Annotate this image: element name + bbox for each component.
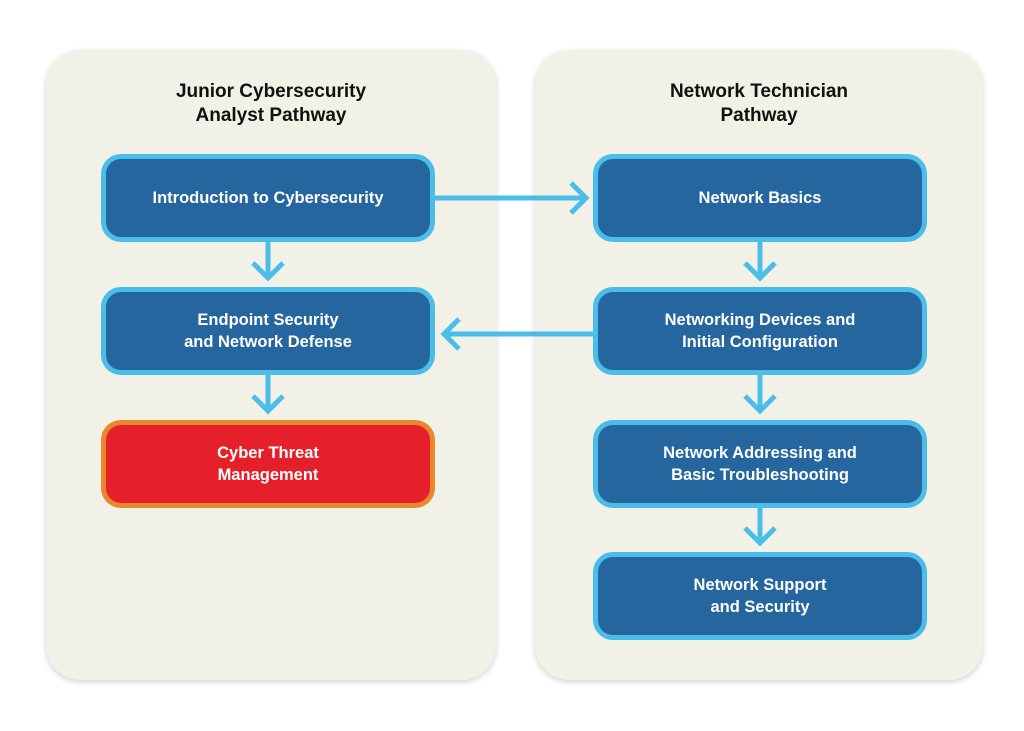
node-label: Network Addressing and: [663, 444, 857, 462]
node-cyber-threat-management: Cyber Threat Management: [101, 420, 435, 508]
node-label: Management: [217, 466, 319, 484]
node-label: Endpoint Security: [197, 311, 339, 329]
panel-title-line: Analyst Pathway: [195, 105, 347, 126]
panel-title: Junior Cybersecurity Analyst Pathway: [46, 80, 496, 128]
node-network-support: Network Support and Security: [593, 552, 927, 640]
node-label: and Security: [710, 598, 810, 616]
node-endpoint-security: Endpoint Security and Network Defense: [101, 287, 435, 375]
node-label: Cyber Threat: [217, 444, 319, 462]
node-label: Network Support: [693, 576, 827, 594]
node-network-basics: Network Basics: [593, 154, 927, 242]
node-network-addressing: Network Addressing and Basic Troubleshoo…: [593, 420, 927, 508]
node-label: and Network Defense: [184, 333, 352, 351]
node-label: Introduction to Cybersecurity: [152, 189, 384, 207]
node-label: Networking Devices and: [664, 311, 856, 329]
panel-title-line: Junior Cybersecurity: [175, 81, 367, 102]
node-label: Initial Configuration: [682, 333, 838, 351]
panel-title-line: Network Technician: [669, 81, 849, 102]
node-label: Network Basics: [698, 189, 822, 207]
panel-title: Network Technician Pathway: [535, 80, 983, 128]
node-label: Basic Troubleshooting: [671, 466, 849, 484]
node-networking-devices: Networking Devices and Initial Configura…: [593, 287, 927, 375]
node-introduction-to-cybersecurity: Introduction to Cybersecurity: [101, 154, 435, 242]
panel-title-line: Pathway: [720, 105, 798, 126]
